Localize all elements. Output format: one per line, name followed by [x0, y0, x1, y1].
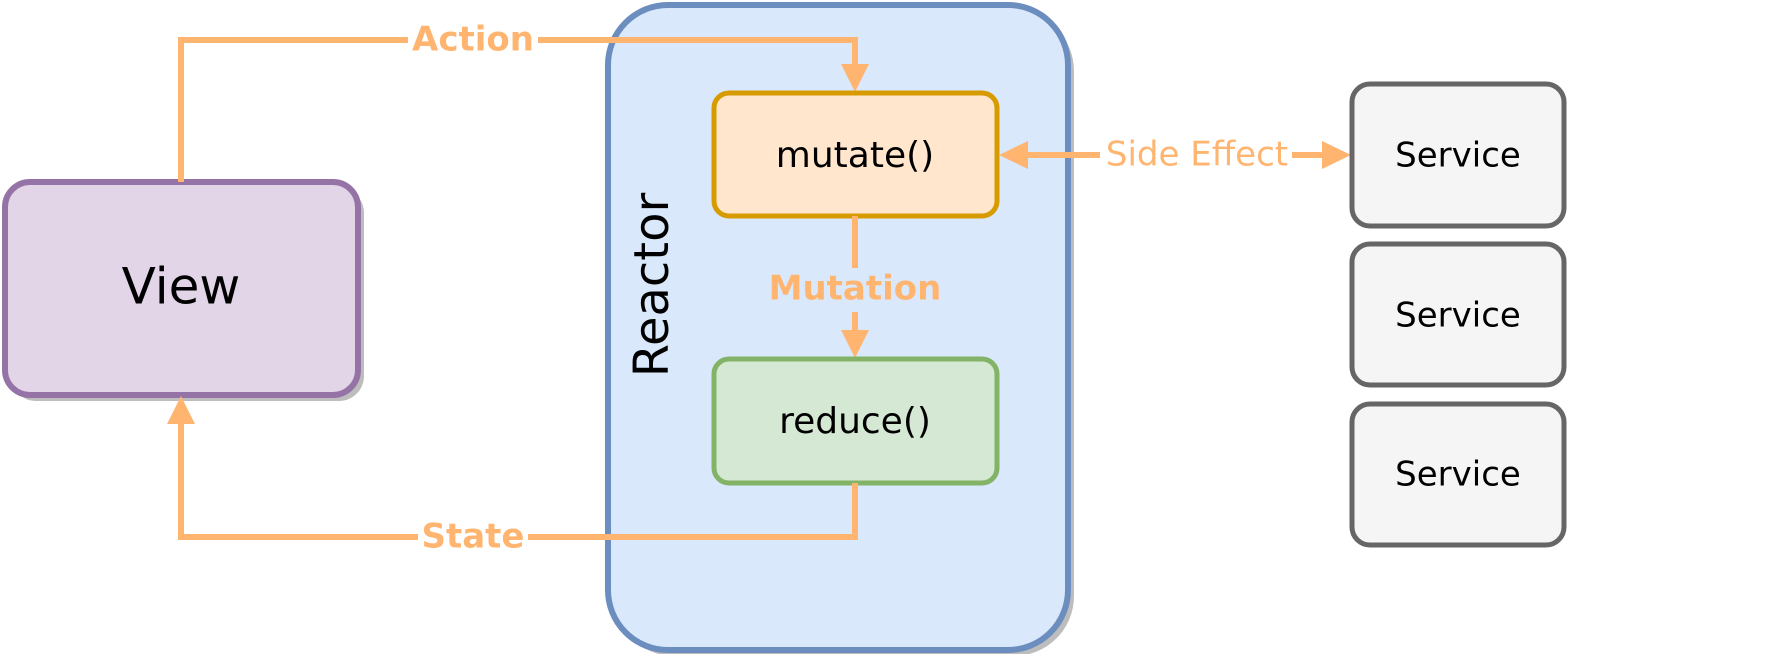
side-effect-arrowhead-right [1322, 141, 1351, 169]
side-effect-label-bg [1100, 134, 1292, 176]
service-label-2: Service [1395, 296, 1521, 336]
state-arrowhead [167, 396, 195, 424]
service-label-3: Service [1395, 455, 1521, 495]
service-node-1 [1349, 81, 1567, 229]
action-label-bg [408, 20, 538, 60]
mutation-label: Mutation [769, 269, 942, 309]
service-label-1: Service [1395, 136, 1521, 176]
state-label: State [422, 517, 525, 557]
view-label: View [122, 258, 241, 316]
side-effect-label: Side Effect [1106, 135, 1288, 175]
mutate-label: mutate() [776, 135, 934, 176]
state-label-bg [418, 516, 528, 558]
action-label: Action [412, 20, 534, 60]
reactor-label: Reactor [624, 193, 680, 378]
service-node-3 [1349, 401, 1567, 548]
service-node-2 [1349, 241, 1567, 388]
mutation-arrowhead [841, 330, 869, 358]
reduce-label: reduce() [779, 401, 931, 442]
action-arrowhead [841, 64, 869, 92]
side-effect-arrowhead-left [999, 141, 1028, 169]
mutation-label-bg [760, 268, 950, 312]
